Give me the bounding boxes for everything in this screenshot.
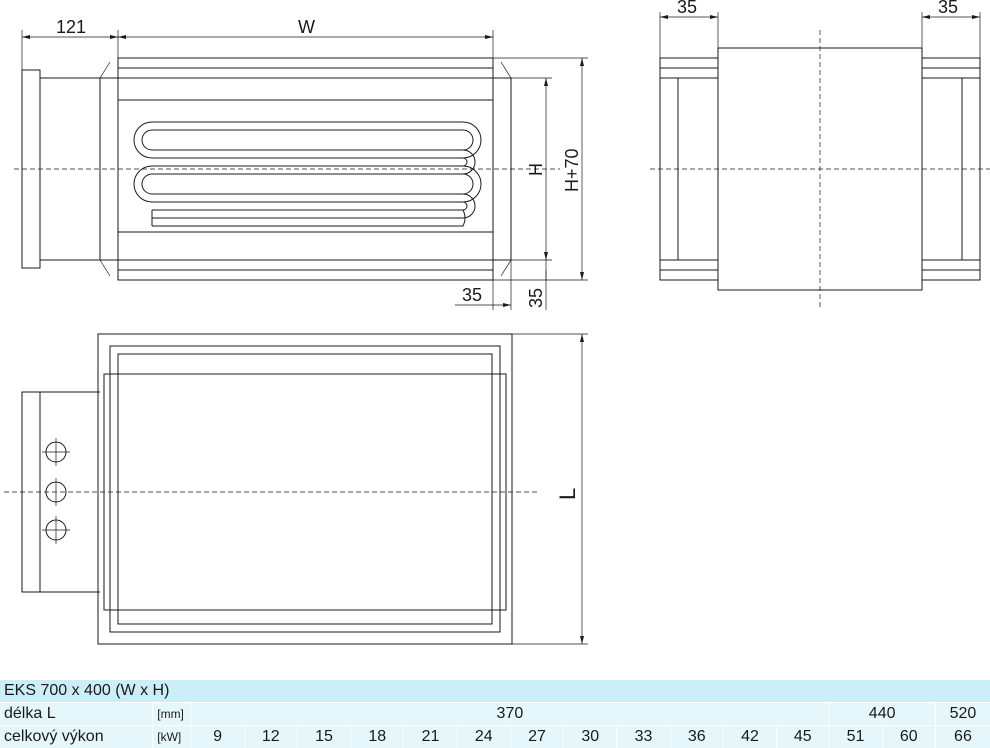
- power-value: 66: [935, 726, 990, 748]
- power-value: 9: [191, 726, 244, 748]
- power-value: 36: [670, 726, 723, 748]
- power-label: celkový výkon: [0, 726, 153, 748]
- power-value: 30: [564, 726, 617, 748]
- power-value: 51: [829, 726, 882, 748]
- table-title-row: EKS 700 x 400 (W x H): [0, 680, 990, 703]
- dim-length-label: L: [555, 488, 580, 500]
- power-value: 18: [351, 726, 404, 748]
- length-value: 440: [829, 703, 936, 726]
- technical-drawing: 121 W H H+70 35 35 35 35 L: [0, 0, 990, 675]
- power-value: 24: [457, 726, 510, 748]
- dim-height-plus-label: H+70: [562, 148, 582, 192]
- power-value: 27: [510, 726, 563, 748]
- dim-bottom-h-label: 35: [462, 285, 482, 305]
- power-value: 21: [404, 726, 457, 748]
- power-value: 33: [617, 726, 670, 748]
- front-view: [14, 30, 588, 310]
- length-label: délka L: [0, 703, 153, 726]
- dim-inlet-label: 121: [56, 17, 86, 37]
- dim-side-left-label: 35: [677, 0, 697, 17]
- plan-view: [4, 334, 588, 644]
- length-value: 370: [191, 703, 829, 726]
- spec-table: EKS 700 x 400 (W x H) délka L [mm] 370 4…: [0, 680, 990, 748]
- dim-height-label: H: [526, 163, 546, 176]
- dim-width-label: W: [298, 17, 315, 37]
- table-title: EKS 700 x 400 (W x H): [0, 680, 990, 703]
- length-row: délka L [mm] 370 440 520: [0, 703, 990, 726]
- power-row: celkový výkon [kW] 9 12 15 18 21 24 27 3…: [0, 726, 990, 748]
- power-value: 15: [297, 726, 350, 748]
- dim-side-right-label: 35: [938, 0, 958, 17]
- power-value: 45: [777, 726, 829, 748]
- power-value: 12: [244, 726, 297, 748]
- length-value: 520: [935, 703, 990, 726]
- dim-bottom-v-label: 35: [526, 288, 546, 308]
- power-value: 60: [882, 726, 935, 748]
- length-unit: [mm]: [153, 703, 191, 726]
- power-value: 42: [723, 726, 776, 748]
- side-view: [650, 12, 990, 310]
- power-unit: [kW]: [153, 726, 191, 748]
